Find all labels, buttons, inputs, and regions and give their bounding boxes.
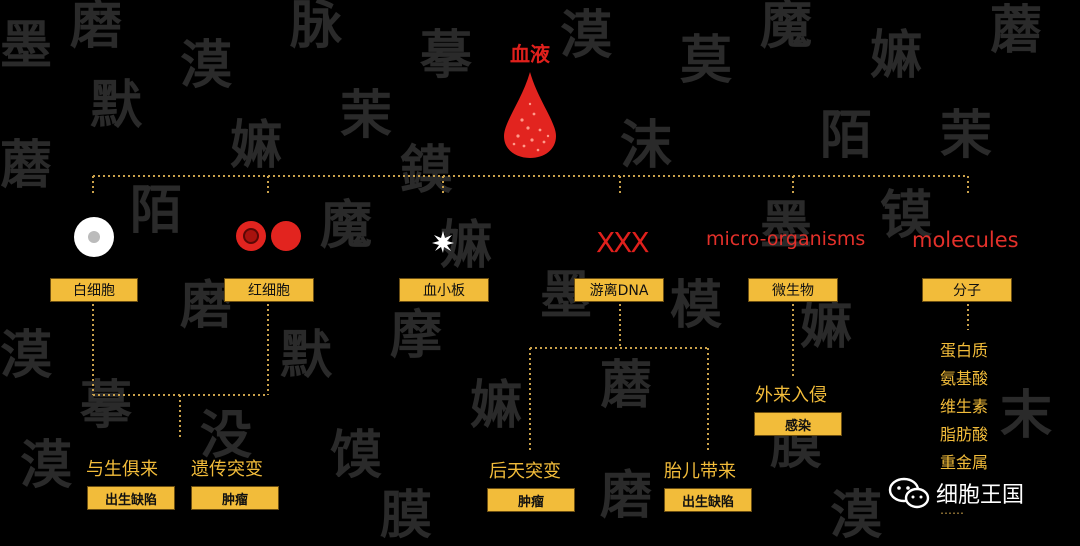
background-calligraphy: 蘑 (600, 355, 653, 416)
molecule-item: 蛋白质 (940, 341, 989, 360)
background-calligraphy: 默 (280, 325, 333, 386)
background-calligraphy: 漠 (20, 435, 73, 496)
molecule-item: 氨基酸 (940, 369, 989, 388)
background-calligraphy: 磨 (180, 275, 233, 336)
background-calligraphy: 嫲 (800, 295, 853, 356)
molecule-item: 维生素 (940, 397, 989, 416)
background-calligraphy: 墨 (760, 195, 813, 256)
background-calligraphy: 末 (1000, 385, 1053, 446)
background-calligraphy: 脉 (290, 0, 343, 56)
background-calligraphy: 魔 (760, 0, 813, 56)
wechat-icon (888, 477, 930, 509)
background-calligraphy: 漠 (830, 485, 883, 546)
background-calligraphy: 模 (670, 275, 723, 336)
hereditary-label: 遗传突变 (191, 459, 263, 480)
background-calligraphy: 蘑 (990, 0, 1043, 61)
invasion-tag: 感染 (754, 412, 842, 436)
background-calligraphy: 墨 (0, 15, 53, 76)
diagram-title: 血液 (510, 42, 550, 66)
background-calligraphy: 没 (200, 405, 253, 466)
background-calligraphy: 嫲 (230, 115, 283, 176)
background-calligraphy: 磨 (600, 465, 653, 526)
background-calligraphy: 莫 (680, 30, 733, 91)
molecule-item: 重金属 (940, 453, 989, 472)
platelet-icon (432, 231, 454, 253)
background-calligraphy: 摩 (390, 305, 443, 366)
background-calligraphy: 陌 (130, 180, 183, 241)
background-calligraphy: 默 (90, 75, 143, 136)
acquired-label: 后天突变 (489, 461, 561, 482)
background-calligraphy: 蘑 (0, 135, 53, 196)
background-calligraphy: 陌 (820, 105, 873, 166)
molecule-item: 脂肪酸 (940, 425, 989, 444)
background-calligraphy: 嫲 (470, 375, 523, 436)
background-calligraphy: 沫 (620, 115, 673, 176)
background-calligraphy: 漠 (560, 5, 613, 66)
background-calligraphy: 漠 (0, 325, 53, 386)
dna-symbol: XXX (596, 226, 650, 259)
white-cell-chip: 白细胞 (50, 278, 138, 302)
background-calligraphy: 嫲 (870, 25, 923, 86)
background-calligraphy: 茉 (940, 105, 993, 166)
molecule-chip: 分子 (922, 278, 1012, 302)
background-calligraphy: 茉 (340, 85, 393, 146)
background-calligraphy: 镆 (880, 185, 933, 246)
background-calligraphy: 磨 (70, 0, 123, 56)
background-calligraphy: 嫲 (440, 215, 493, 276)
background-calligraphy: 摹 (80, 375, 133, 436)
congenital-label: 与生俱来 (86, 459, 158, 480)
acquired-tag: 肿瘤 (487, 488, 575, 512)
fetal-tag: 出生缺陷 (664, 488, 752, 512)
background-calligraphy: 摹 (420, 25, 473, 86)
red-cell-chip: 红细胞 (224, 278, 314, 302)
background-calligraphy: 漠 (180, 35, 233, 96)
molecule-item-more: …… (940, 503, 964, 517)
blood-drop-icon (504, 72, 556, 158)
background-calligraphy: 魔 (320, 195, 373, 256)
watermark: 细胞王国 (888, 476, 1024, 510)
molecules-caption: molecules (912, 228, 1019, 252)
red-cell-icon (236, 221, 301, 251)
background-calligraphy: 馍 (330, 425, 383, 486)
platelet-chip: 血小板 (399, 278, 489, 302)
microbe-chip: 微生物 (748, 278, 838, 302)
hereditary-tag: 肿瘤 (191, 486, 279, 510)
watermark-text: 细胞王国 (936, 483, 1025, 508)
white-cell-icon (74, 217, 114, 257)
free-dna-chip: 游离DNA (574, 278, 664, 302)
fetal-label: 胎儿带来 (664, 461, 736, 482)
background-calligraphy: 膜 (380, 485, 433, 546)
congenital-tag: 出生缺陷 (87, 486, 175, 510)
micro-organisms-caption: micro-organisms (706, 228, 866, 250)
invasion-label: 外来入侵 (755, 385, 827, 406)
